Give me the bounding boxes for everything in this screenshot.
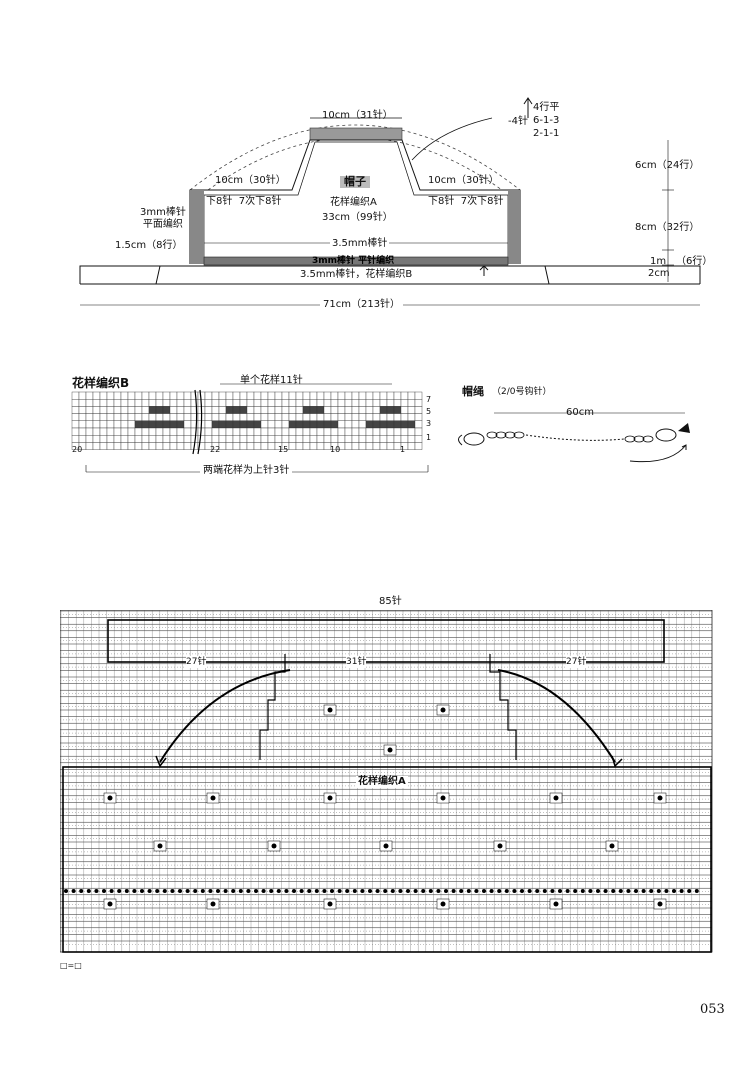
- decrease-label: -4针: [508, 116, 528, 127]
- hat-title: 帽子: [340, 176, 370, 188]
- right-steps-label: 下8针 7次下8针: [428, 196, 504, 207]
- pattern-b-col-10: 10: [330, 445, 341, 454]
- pattern-b-col-20: 20: [72, 445, 83, 454]
- big-chart-mid-count: 31针: [346, 656, 367, 668]
- body-width-label: 33cm（99针）: [322, 212, 393, 223]
- pattern-b-col-22: 22: [210, 445, 221, 454]
- height-small-2: （6行）: [676, 256, 713, 267]
- side-rows-label: 1.5cm（8行）: [115, 240, 183, 251]
- pattern-b-row-5: 5: [426, 407, 432, 416]
- decrease-row-3: 2-1-1: [533, 128, 560, 139]
- height-mid-label: 8cm（32行）: [635, 222, 700, 233]
- pattern-b-row-1: 1: [426, 433, 432, 442]
- pattern-b-bottom-note: 两端花样为上针3针: [200, 465, 293, 477]
- big-chart-pattern-label: 花样编织A: [356, 776, 408, 788]
- right-shoulder-label: 10cm（30针）: [428, 175, 499, 186]
- decrease-row-1: 4行平: [533, 102, 560, 113]
- band-label: 3mm棒针 平针编织: [312, 256, 395, 266]
- pattern-b-col-15: 15: [278, 445, 289, 454]
- pattern-b-row-3: 3: [426, 419, 432, 428]
- page-number: 053: [700, 1002, 725, 1017]
- height-small-1: 1m: [650, 256, 667, 267]
- left-steps-label: 下8针 7次下8针: [206, 196, 282, 207]
- base-label: 3.5mm棒针，花样编织B: [300, 269, 413, 280]
- left-shoulder-label: 10cm（30针）: [215, 175, 286, 186]
- body-needle-label: 3.5mm棒针: [330, 238, 390, 250]
- total-width-label: 71cm（213针）: [320, 299, 404, 311]
- pattern-b-chart: [71, 383, 429, 473]
- hat-schematic: [79, 97, 701, 306]
- cord-length: 60cm: [566, 407, 594, 418]
- big-chart-left-count: 27针: [186, 656, 207, 668]
- cord-hook: （2/0号钩针）: [492, 387, 552, 397]
- top-width-label: 10cm（31针）: [322, 110, 393, 121]
- pattern-b-title: 花样编织B: [72, 376, 130, 390]
- cord-title: 帽绳: [462, 385, 484, 398]
- decrease-row-2: 6-1-3: [533, 115, 560, 126]
- big-chart-width-label: 85针: [376, 596, 405, 608]
- pattern-b-repeat: 单个花样11针: [240, 375, 303, 386]
- height-small-3: 2cm: [648, 268, 670, 279]
- legend: □=□: [60, 961, 82, 970]
- pattern-b-col-1: 1: [400, 445, 406, 454]
- needle-note: 3mm棒针 平面编织: [140, 207, 186, 230]
- pattern-b-row-7: 7: [426, 395, 432, 404]
- big-chart-right-count: 27针: [566, 656, 587, 668]
- pattern-a-label: 花样编织A: [330, 197, 377, 208]
- height-top-label: 6cm（24行）: [635, 160, 700, 171]
- cord-drawing: [458, 412, 690, 463]
